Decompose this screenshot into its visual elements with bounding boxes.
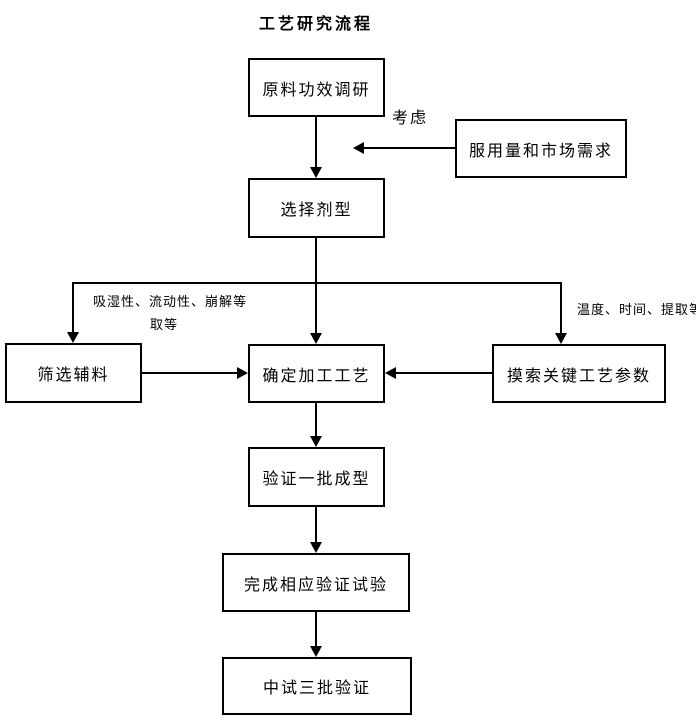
arrowhead-right-icon xyxy=(237,367,248,379)
arrowhead-down-icon xyxy=(310,646,322,657)
connector-branch-to-excipients xyxy=(72,282,74,332)
connector-raw-to-form xyxy=(315,117,317,168)
node-label: 确定加工工艺 xyxy=(262,367,371,385)
node-pilot-three-batches: 中试三批验证 xyxy=(222,657,412,715)
node-label: 完成相应验证试验 xyxy=(243,576,388,594)
node-dosage-market-demand: 服用量和市场需求 xyxy=(455,119,627,178)
node-label: 摸索关键工艺参数 xyxy=(506,367,651,385)
node-determine-process: 确定加工工艺 xyxy=(248,344,385,403)
connector-branch-to-parameters xyxy=(560,282,562,333)
node-label: 服用量和市场需求 xyxy=(468,142,613,160)
arrowhead-left-icon xyxy=(385,367,396,379)
node-select-dosage-form: 选择剂型 xyxy=(248,178,385,238)
arrowhead-down-icon xyxy=(67,332,79,343)
arrowhead-down-icon xyxy=(555,333,567,344)
page-title: 工艺研究流程 xyxy=(258,16,373,33)
node-label: 筛选辅料 xyxy=(37,367,110,384)
node-verify-batch-molding: 验证一批成型 xyxy=(248,447,385,507)
connector-process-to-molding xyxy=(315,403,317,437)
arrowhead-left-icon xyxy=(353,142,364,154)
connector-tests-to-pilot xyxy=(315,612,317,647)
edge-label-right-branch: 温度、时间、提取等 xyxy=(577,302,696,317)
arrowhead-down-icon xyxy=(310,333,322,344)
node-label: 选择剂型 xyxy=(280,202,353,219)
node-label: 验证一批成型 xyxy=(262,471,371,488)
node-label: 原料功效调研 xyxy=(262,81,371,99)
connector-branch-bar xyxy=(72,282,562,284)
arrowhead-down-icon xyxy=(310,436,322,447)
edge-label-left-branch-line2: 取等 xyxy=(150,317,179,332)
node-explore-key-parameters: 摸索关键工艺参数 xyxy=(492,344,666,403)
node-complete-verification-tests: 完成相应验证试验 xyxy=(222,553,410,612)
connector-molding-to-tests xyxy=(315,507,317,543)
node-label: 中试三批验证 xyxy=(262,680,371,697)
node-screen-excipients: 筛选辅料 xyxy=(5,343,142,403)
edge-label-left-branch-line1: 吸湿性、流动性、崩解等 xyxy=(93,294,248,309)
connector-market-to-flow xyxy=(362,147,455,149)
edge-label-consider: 考虑 xyxy=(392,110,429,127)
connector-parameters-to-process xyxy=(394,372,492,374)
arrowhead-down-icon xyxy=(310,167,322,178)
connector-excipients-to-process xyxy=(142,372,238,374)
arrowhead-down-icon xyxy=(310,542,322,553)
node-raw-material-research: 原料功效调研 xyxy=(248,58,385,117)
connector-form-to-process xyxy=(315,238,317,333)
